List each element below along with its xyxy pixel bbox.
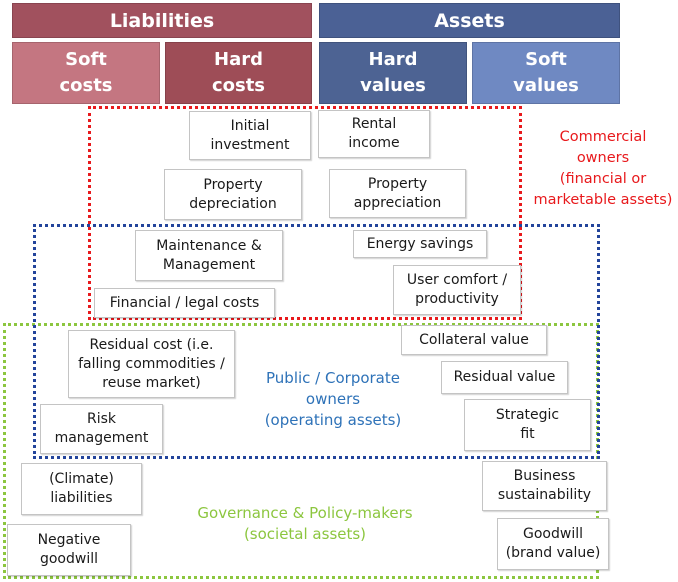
commercial-region <box>88 106 522 320</box>
soft-costs-line-1: Soft <box>65 49 107 70</box>
soft-values-line-1: Soft <box>525 49 567 70</box>
financial-legal-costs-box: Financial / legal costs <box>94 288 275 318</box>
energy-savings-box: Energy savings <box>353 230 487 258</box>
hard-values-line-1: Hard <box>368 49 418 70</box>
property-appreciation-line-2: appreciation <box>353 194 442 211</box>
strategic-fit-box: Strategic fit <box>464 399 591 451</box>
climate-liabilities-line-2: liabilities <box>50 490 113 506</box>
negative-goodwill-line-2: goodwill <box>39 551 99 567</box>
soft-costs-line-2: costs <box>59 75 113 96</box>
maintenance-line-1: Maintenance & <box>156 237 262 254</box>
initial-investment-line-2: investment <box>210 136 290 153</box>
climate-liabilities-box: (Climate) liabilities <box>21 463 142 515</box>
residual-value-box: Residual value <box>441 361 568 394</box>
business-sustainability-box: Business sustainability <box>482 461 607 511</box>
property-appreciation-line-1: Property <box>367 175 428 192</box>
climate-liabilities-line-1: (Climate) <box>49 471 114 487</box>
commercial-label-line-1: Commercial <box>559 129 647 145</box>
residual-cost-box: Residual cost (i.e. falling commodities … <box>68 330 235 398</box>
goodwill-line-1: Goodwill <box>523 526 583 542</box>
residual-cost-line-1: Residual cost (i.e. <box>89 336 214 353</box>
commercial-label-line-2: owners <box>576 150 630 166</box>
risk-management-box: Risk management <box>40 404 163 454</box>
assets-header: Assets <box>319 3 620 38</box>
strategic-fit-line-2: fit <box>520 426 535 442</box>
public-corporate-owners-label: Public / Corporate owners (operating ass… <box>248 368 418 431</box>
initial-investment-line-1: Initial <box>230 117 270 134</box>
commercial-label-line-3: (financial or <box>559 171 647 187</box>
liabilities-header: Liabilities <box>12 3 312 38</box>
public-corporate-region <box>33 224 600 459</box>
hard-costs-header: Hard costs <box>165 42 312 104</box>
collateral-value-line-1: Collateral value <box>419 331 529 348</box>
property-depreciation-box: Property depreciation <box>164 169 302 220</box>
public-label-line-2: owners <box>305 390 361 408</box>
governance-label-line-1: Governance & Policy-makers <box>197 504 413 522</box>
hard-costs-line-1: Hard <box>214 49 263 70</box>
financial-legal-costs-line-1: Financial / legal costs <box>109 294 260 311</box>
goodwill-line-2: (brand value) <box>505 545 601 561</box>
soft-costs-header: Soft costs <box>12 42 160 104</box>
commercial-owners-label: Commercial owners (financial or marketab… <box>528 127 678 211</box>
business-sustainability-line-1: Business <box>513 468 576 484</box>
hard-values-header: Hard values <box>319 42 467 104</box>
residual-value-line-1: Residual value <box>453 369 556 385</box>
residual-cost-line-3: reuse market) <box>102 374 201 391</box>
property-depreciation-line-2: depreciation <box>189 195 277 212</box>
business-sustainability-line-2: sustainability <box>497 487 592 503</box>
user-comfort-box: User comfort / productivity <box>393 265 521 315</box>
hard-values-line-2: values <box>360 75 426 96</box>
initial-investment-box: Initial investment <box>189 111 311 160</box>
maintenance-management-box: Maintenance & Management <box>135 230 283 281</box>
negative-goodwill-line-1: Negative <box>37 532 101 548</box>
property-depreciation-line-1: Property <box>203 176 263 193</box>
public-label-line-3: (operating assets) <box>264 411 402 429</box>
liabilities-header-label: Liabilities <box>109 9 215 32</box>
collateral-value-box: Collateral value <box>401 325 547 355</box>
user-comfort-line-1: User comfort / <box>406 272 508 288</box>
governance-label: Governance & Policy-makers (societal ass… <box>185 503 425 545</box>
residual-cost-line-2: falling commodities / <box>78 355 225 372</box>
maintenance-line-2: Management <box>162 256 256 273</box>
risk-management-line-2: management <box>54 430 149 446</box>
user-comfort-line-2: productivity <box>415 291 499 307</box>
energy-savings-line-1: Energy savings <box>366 235 474 252</box>
governance-label-line-2: (societal assets) <box>243 525 367 543</box>
risk-management-line-1: Risk <box>86 411 117 427</box>
assets-header-label: Assets <box>434 9 505 32</box>
property-appreciation-box: Property appreciation <box>329 169 466 218</box>
negative-goodwill-box: Negative goodwill <box>7 524 131 576</box>
commercial-label-line-4: marketable assets) <box>533 192 673 208</box>
hard-costs-line-2: costs <box>211 75 266 96</box>
goodwill-box: Goodwill (brand value) <box>497 518 609 570</box>
rental-income-line-1: Rental <box>351 116 397 132</box>
rental-income-box: Rental income <box>318 110 430 158</box>
strategic-fit-line-1: Strategic <box>495 407 560 423</box>
public-label-line-1: Public / Corporate <box>266 369 400 387</box>
soft-values-line-2: values <box>513 75 579 96</box>
rental-income-line-2: income <box>348 135 400 151</box>
soft-values-header: Soft values <box>472 42 620 104</box>
